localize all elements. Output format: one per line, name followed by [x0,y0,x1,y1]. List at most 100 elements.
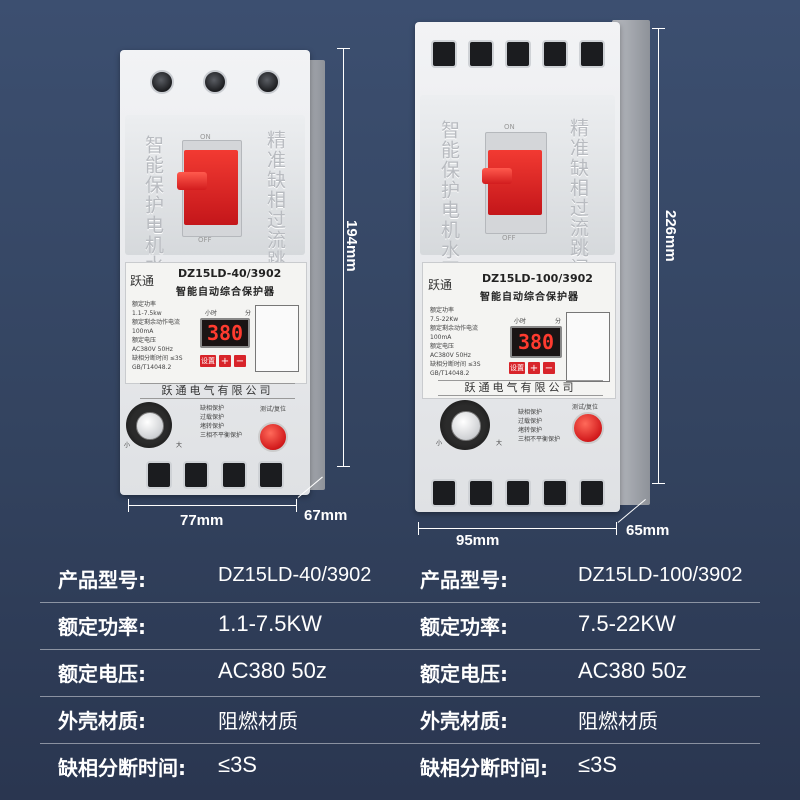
depth-dimension-label: 65mm [626,522,670,539]
width-dimension-label: 77mm [180,512,224,529]
knob-large-label: 大 [176,442,183,449]
protection-item: 堵转保护 [518,427,543,434]
depth-dimension-label: 67mm [304,507,348,524]
lever-right-slogan: 精准缺相过流跳闸 [567,118,589,278]
terminal-socket [183,461,210,489]
spec-label: 额定功率: [420,615,508,639]
top-terminals [425,34,610,74]
wiring-diagram [566,312,610,382]
spec-label: 产品型号: [420,568,508,592]
power-lever-handle[interactable] [177,172,207,190]
company-name: 跃通电气有限公司 [438,380,603,396]
spec-line: 100mA [132,328,154,335]
nameplate-specs: 额定功率 1.1-7.5kw 额定剩余动作电流 100mA 额定电压 AC380… [132,300,202,372]
dimension-tick [652,28,665,29]
protection-item: 缺相保护 [518,409,543,416]
spec-label: 额定电压: [420,662,508,686]
width-dimension-line [418,528,616,529]
protection-item: 三相不平衡保护 [200,432,243,439]
lever-on-label: ON [200,133,211,141]
minus-button[interactable]: − [234,355,246,367]
display-hour-label: 小时 [205,310,218,317]
test-reset-button[interactable] [572,412,604,444]
spec-value: DZ15LD-100/3902 [578,564,743,586]
current-adjust-knob[interactable] [451,411,481,441]
top-terminals [135,62,295,102]
spec-value: 阻燃材质 [578,709,658,733]
model-name: 智能自动综合保护器 [480,292,579,303]
test-reset-label: 测试/复位 [572,404,599,411]
display-hour-label: 小时 [514,318,527,325]
spec-row-voltage: 额定电压: AC380 50z 额定电压: AC380 50z [0,652,800,697]
spec-line: AC380V 50Hz [132,346,173,353]
spec-value: 1.1-7.5KW [218,611,322,636]
protection-item: 过载保护 [200,414,225,421]
model-code: DZ15LD-40/3902 [178,267,282,280]
model-name: 智能自动综合保护器 [176,287,275,298]
terminal-screw [149,70,174,94]
set-button[interactable]: 设置 [200,355,216,367]
spec-label: 外壳材质: [420,709,508,733]
dimension-tick [296,499,297,512]
spec-line: 缺相分断时间 ≤3S [430,361,481,368]
minus-button[interactable]: − [543,362,555,374]
spec-line: 额定电压 [430,343,455,350]
product-photo: 智能保护电机水泵 精准缺相过流跳闸 ON OFF 跃通 DZ15LD-40/39… [0,0,679,560]
spec-line: 额定功率 [132,301,157,308]
lever-off-label: OFF [198,236,212,244]
height-dimension-label: 226mm [662,210,679,262]
knob-large-label: 大 [496,440,503,447]
breaker-dz15ld-40: 智能保护电机水泵 精准缺相过流跳闸 ON OFF 跃通 DZ15LD-40/39… [0,0,400,560]
lever-left-slogan: 智能保护电机水泵 [142,135,164,295]
bottom-terminals [140,460,290,490]
row-divider [40,602,760,603]
power-lever-handle[interactable] [482,168,512,184]
spec-value: ≤3S [578,752,617,777]
spec-value: 阻燃材质 [218,709,298,733]
spec-line: AC380V 50Hz [430,352,471,359]
spec-label: 缺相分断时间: [420,756,548,780]
protection-item: 过载保护 [518,418,543,425]
spec-line: 1.1-7.5kw [132,310,162,317]
terminal-screw [202,70,227,94]
dimension-tick [337,48,350,49]
test-reset-button[interactable] [258,422,288,452]
lever-off-label: OFF [502,234,516,242]
row-divider [40,743,760,744]
terminal-socket [467,479,494,507]
dimension-tick [616,522,617,535]
spec-row-model: 产品型号: DZ15LD-40/3902 产品型号: DZ15LD-100/39… [0,558,800,603]
terminal-socket [430,479,457,507]
test-reset-label: 测试/复位 [260,406,287,413]
spec-line: GB/T14048.2 [132,364,172,371]
spec-row-power: 额定功率: 1.1-7.5KW 额定功率: 7.5-22KW [0,605,800,650]
width-dimension-label: 95mm [456,532,500,549]
dimension-tick [418,522,419,535]
spec-value: AC380 50z [218,658,327,683]
dimension-tick [652,483,665,484]
plus-button[interactable]: + [219,355,231,367]
display-minute-label: 分 [245,310,252,317]
protection-list: 缺相保护 过载保护 堵转保护 三相不平衡保护 [200,404,242,440]
spec-value: DZ15LD-40/3902 [218,564,372,586]
current-adjust-knob[interactable] [136,412,164,440]
spec-label: 产品型号: [58,568,146,592]
spec-line: 额定功率 [430,307,455,314]
terminal-socket [504,40,531,68]
terminal-socket [578,479,605,507]
spec-label: 缺相分断时间: [58,756,186,780]
terminal-screw [256,70,281,94]
lever-on-label: ON [504,123,515,131]
terminal-socket [220,461,247,489]
wiring-diagram [255,305,299,372]
spec-line: 额定剩余动作电流 [132,319,181,326]
protection-item: 三相不平衡保护 [518,436,561,443]
set-button[interactable]: 设置 [509,362,525,374]
lever-right-slogan: 精准缺相过流跳闸 [264,130,286,290]
terminal-socket [541,479,568,507]
plus-button[interactable]: + [528,362,540,374]
spec-label: 外壳材质: [58,709,146,733]
row-divider [40,649,760,650]
spec-line: 额定电压 [132,337,157,344]
display-minute-label: 分 [555,318,562,325]
